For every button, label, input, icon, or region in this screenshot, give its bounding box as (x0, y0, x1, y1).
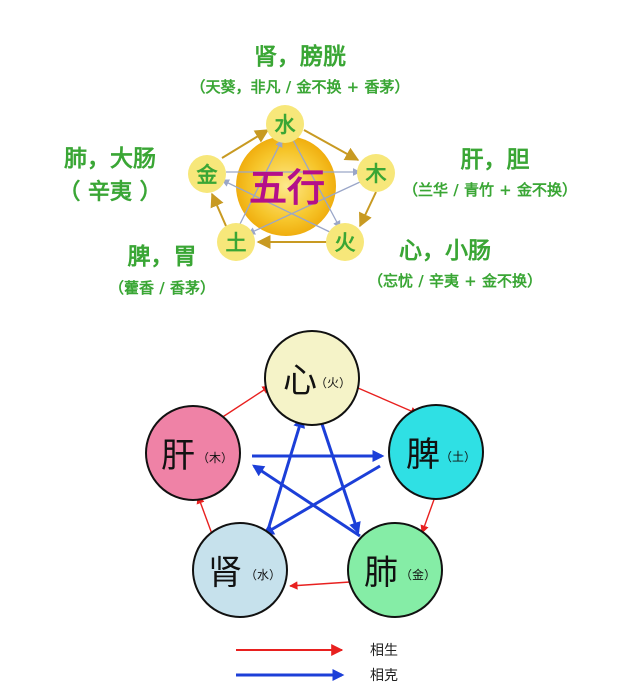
element-circle-earth (217, 223, 255, 261)
center-label: 五行 (249, 165, 325, 210)
node-spleen-organ: 脾 (406, 435, 440, 475)
node-spleen (388, 404, 484, 500)
generate-arrows (196, 385, 437, 590)
generate-arrow-wood-fire (359, 191, 377, 228)
restrain-line-water-fire (291, 137, 341, 229)
top-generate-cycle (210, 129, 377, 249)
generate-arrow-heart-spleen (357, 387, 419, 415)
organ-note-water: （天葵，非凡 / 金不换 + 香茅） (191, 78, 410, 96)
element-circle-wood (357, 154, 395, 192)
organ-note-earth: （藿香 / 香茅） (109, 279, 215, 297)
node-heart (264, 330, 360, 426)
generate-arrow-earth-metal (210, 192, 227, 227)
element-label-water: 水 (275, 112, 297, 137)
organ-title-fire: 心，小肠 (399, 237, 491, 264)
bottom-organ-diagram: 心 （火） 脾 （土） 肺 （金） 肾 （水） 肝 （木） 相生 相克 (145, 330, 484, 684)
generate-arrow-kidney-liver (196, 495, 213, 535)
legend-generate-label: 相生 (370, 643, 398, 659)
element-circle-metal (188, 155, 226, 193)
generate-arrow-water-wood (303, 129, 360, 161)
node-liver (145, 405, 241, 501)
center-glow (236, 136, 336, 236)
legend: 相生 相克 (236, 643, 398, 684)
element-label-metal: 金 (196, 162, 219, 187)
organ-title-metal: 肺，大肠 (64, 145, 156, 172)
organ-note-metal: （ 辛夷 ） (58, 179, 161, 205)
top-five-elements-diagram: 水 木 火 土 金 五行 肾，膀胱 （天葵，非凡 / 金不换 + 香茅） 肝，胆… (58, 43, 577, 297)
node-liver-organ: 肝 (161, 436, 195, 476)
node-spleen-element: （土） (440, 450, 476, 464)
organ-note-fire: （忘忧 / 辛夷 + 金不换） (368, 272, 542, 290)
organ-note-wood: （兰华 / 青竹 + 金不换） (403, 181, 577, 199)
legend-restrain-label: 相克 (370, 668, 398, 684)
restrain-line-fire-metal (221, 179, 335, 235)
element-label-wood: 木 (365, 161, 388, 186)
node-heart-element: （火） (315, 376, 351, 390)
organ-title-water: 肾，膀胱 (254, 43, 346, 70)
node-heart-organ: 心 (283, 361, 317, 401)
element-circle-water (266, 105, 304, 143)
node-lung-organ: 肺 (364, 553, 398, 593)
top-restrain-star (221, 137, 361, 235)
restrain-arrow-lung-liver (251, 464, 361, 538)
organ-title-earth: 脾，胃 (128, 243, 197, 270)
node-liver-element: （木） (197, 451, 233, 465)
organ-title-wood: 肝，胆 (461, 146, 530, 173)
node-kidney-organ: 肾 (208, 553, 242, 593)
restrain-line-earth-water (237, 139, 283, 229)
restrain-arrows (251, 415, 385, 538)
generate-arrow-spleen-lung (420, 493, 437, 534)
node-kidney-element: （水） (245, 568, 281, 582)
node-kidney (192, 522, 288, 618)
element-label-fire: 火 (335, 230, 356, 255)
element-label-earth: 土 (226, 230, 247, 255)
generate-arrow-liver-heart (217, 385, 271, 421)
restrain-line-wood-earth (247, 181, 361, 235)
restrain-arrow-spleen-kidney (261, 464, 381, 536)
restrain-arrow-kidney-heart (266, 415, 305, 531)
node-lung (347, 522, 443, 618)
restrain-arrow-heart-lung (318, 417, 361, 535)
node-lung-element: （金） (400, 567, 436, 582)
generate-arrow-metal-water (221, 129, 270, 159)
element-circle-fire (326, 223, 364, 261)
generate-arrow-lung-kidney (289, 581, 351, 590)
